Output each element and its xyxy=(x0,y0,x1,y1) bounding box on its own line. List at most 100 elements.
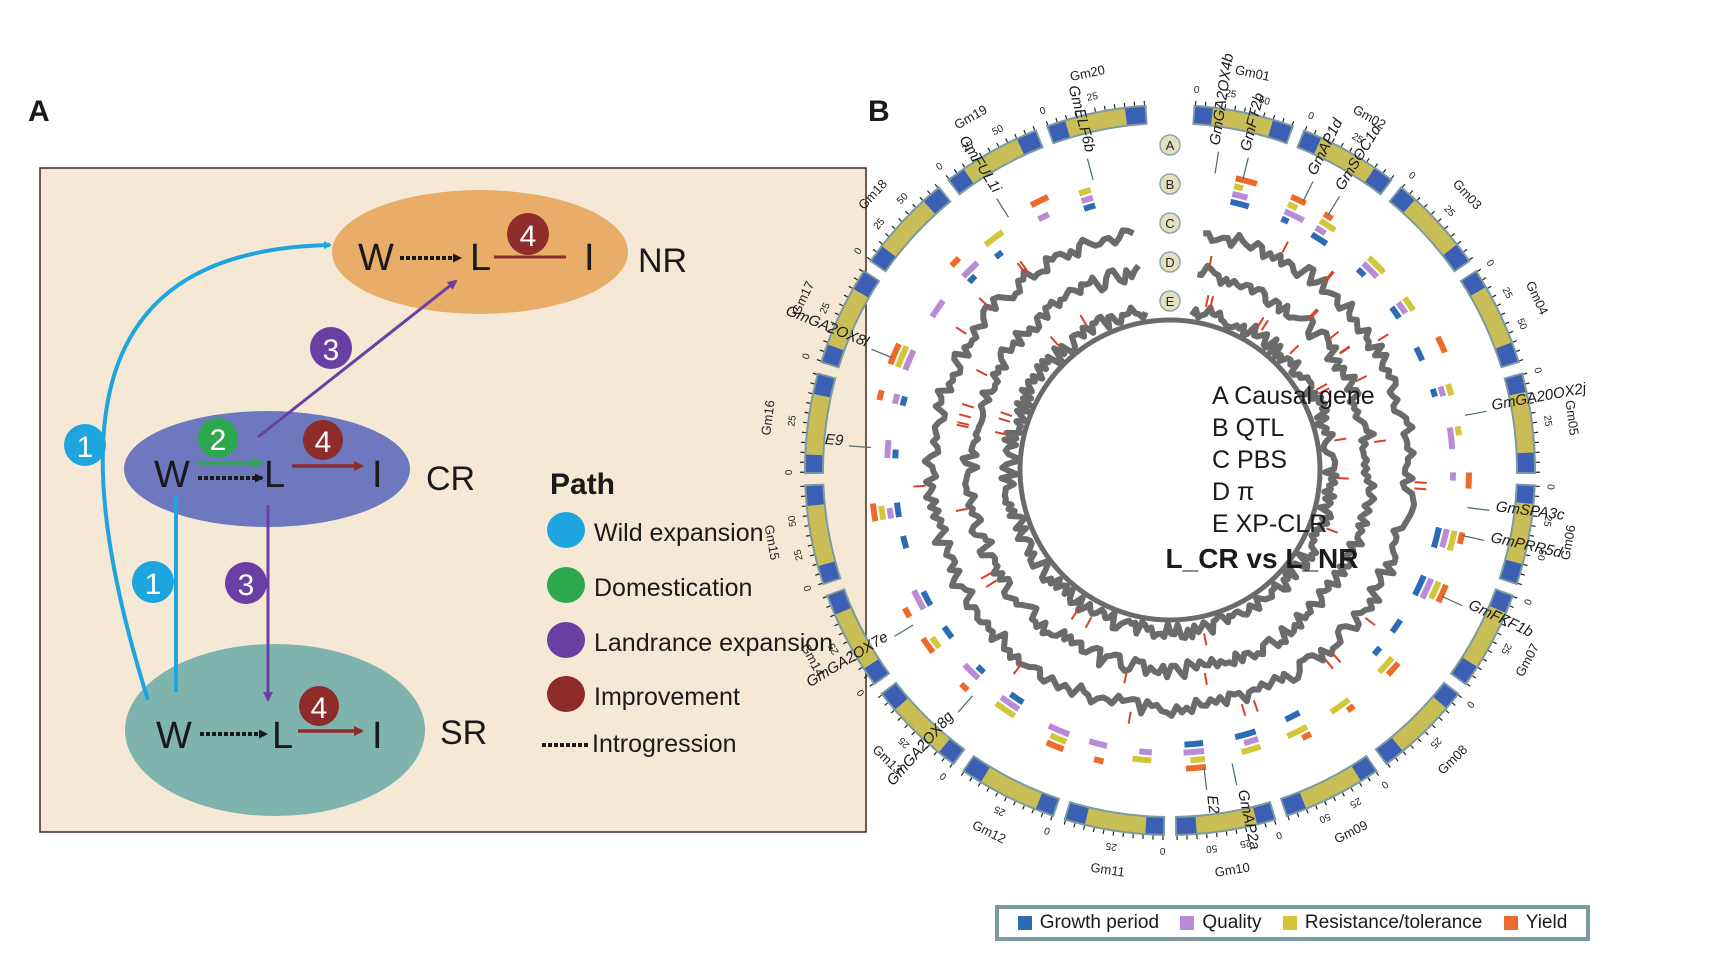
path-legend-label: Introgression xyxy=(592,730,737,758)
qtl-bar xyxy=(1454,425,1462,436)
track-peak-highlight xyxy=(1012,663,1022,675)
qtl-bar xyxy=(1456,531,1466,545)
chromosome-tick xyxy=(1523,563,1528,567)
chromosome-tick xyxy=(987,147,991,152)
chromosome-tick xyxy=(1341,792,1345,797)
qtl-bar xyxy=(959,681,970,693)
center-legend-line: E XP-CLR xyxy=(1212,510,1327,538)
chromosome-band-blue xyxy=(1443,245,1468,271)
chromosome-tick xyxy=(1458,694,1463,699)
track-peak-highlight xyxy=(1016,262,1026,274)
chromosome-tick-label: 0 xyxy=(1274,829,1283,841)
chromosome-tick-label: 0 xyxy=(1521,597,1533,606)
chromosome-tick xyxy=(1492,641,1497,645)
track-peak-highlight xyxy=(1324,658,1334,670)
chromosome-tick xyxy=(1084,109,1087,114)
track-peak-highlight xyxy=(1049,336,1060,347)
chromosome-tick xyxy=(830,614,835,618)
chromosome-name-label: Gm18 xyxy=(855,176,890,212)
chromosome-tick xyxy=(802,515,807,517)
qtl-bar xyxy=(1412,574,1427,597)
chromosome-band-yellow xyxy=(895,698,950,752)
chromosome-tick xyxy=(1023,129,1027,134)
track-inner-ring xyxy=(1017,317,1323,623)
qtl-bar xyxy=(1037,211,1051,223)
qtl-bar xyxy=(961,260,980,279)
track-peak-highlight xyxy=(1000,411,1013,418)
chromosome-tick xyxy=(1245,827,1248,833)
track-peak-highlight xyxy=(1324,270,1334,282)
track-peak-highlight xyxy=(1079,314,1088,326)
chromosome-tick xyxy=(1306,809,1309,814)
qtl-bar xyxy=(1229,198,1250,210)
chromosome-tick-label: 25 xyxy=(792,548,805,562)
chromosome-tick xyxy=(812,563,817,567)
chromosome-tick xyxy=(826,330,831,334)
chromosome-tick xyxy=(1094,107,1097,112)
chromosome-band-blue xyxy=(1516,485,1534,504)
chromosome-tick xyxy=(848,285,853,289)
qtl-bar xyxy=(1366,255,1387,275)
chromosome-tick xyxy=(804,525,809,527)
chromosome-tick xyxy=(1014,133,1017,139)
chromosome-tick xyxy=(834,312,839,316)
chromosome-tick xyxy=(1387,763,1391,768)
track-marker-b xyxy=(1159,173,1181,195)
track-marker-d xyxy=(1159,251,1181,273)
chromosome-tick xyxy=(995,792,999,797)
track-signal-line xyxy=(921,227,1418,719)
legend-label: Yield xyxy=(1525,912,1568,933)
chromosome-tick xyxy=(1533,515,1538,517)
chromosome-tick-label: 25 xyxy=(1347,795,1362,810)
chromosome-tick xyxy=(1003,797,1007,802)
qtl-bar xyxy=(975,664,986,675)
causal-gene-leader xyxy=(996,198,1010,218)
chromosome-band-blue xyxy=(1194,106,1214,125)
qtl-bar xyxy=(920,636,936,655)
chromosome-tick xyxy=(970,157,974,162)
nr-node-i: I xyxy=(584,237,595,279)
qtl-bar xyxy=(920,590,934,607)
chromosome-band-yellow xyxy=(1509,392,1534,454)
track-signal-line xyxy=(998,304,1340,641)
chromosome-tick xyxy=(1349,147,1353,152)
chromosome-band-yellow xyxy=(1391,697,1446,751)
causal-gene-leader xyxy=(1231,763,1238,786)
chromosome-band-yellow xyxy=(835,607,879,669)
chromosome-tick xyxy=(1438,717,1443,721)
qtl-bar xyxy=(1371,645,1383,657)
chromosome-tick xyxy=(1527,392,1532,395)
qtl-bar xyxy=(1395,300,1409,315)
chromosome-tick xyxy=(905,210,909,215)
track-peak-highlight xyxy=(955,507,968,512)
chromosome-tick xyxy=(898,218,902,222)
chromosome-tick xyxy=(1483,658,1488,662)
track-marker-label: A xyxy=(1166,138,1175,153)
chromosome-tick xyxy=(1050,816,1053,821)
chromosome-band-blue xyxy=(1017,131,1042,155)
chromosome-tick-label: 25 xyxy=(1499,286,1514,301)
chromosome-tick-label: 25 xyxy=(1105,840,1118,853)
chromosome-tick xyxy=(1496,303,1501,307)
chromosome-tick xyxy=(933,751,938,756)
track-peak-highlight xyxy=(1414,487,1427,491)
chromosome-tick xyxy=(1331,138,1335,143)
qtl-bar xyxy=(1435,335,1448,354)
chromosome-tick xyxy=(1263,112,1266,117)
chromosome-tick xyxy=(1304,126,1308,131)
qtl-bar xyxy=(1184,740,1204,748)
chromosome-tick xyxy=(852,658,857,662)
chromosome-name-label: Gm04 xyxy=(1523,279,1552,317)
chromosome-tick xyxy=(1424,203,1428,208)
qtl-bar xyxy=(1345,703,1356,713)
chromosome-tick xyxy=(1529,534,1535,537)
chromosome-tick xyxy=(1416,196,1421,201)
chromosome-band-blue xyxy=(1253,803,1275,824)
causal-gene-leader xyxy=(1203,767,1208,790)
chromosome-tick xyxy=(1469,256,1474,261)
qtl-bar xyxy=(1078,187,1092,197)
quality-swatch-icon xyxy=(1180,916,1195,930)
qtl-bar xyxy=(1093,756,1105,765)
